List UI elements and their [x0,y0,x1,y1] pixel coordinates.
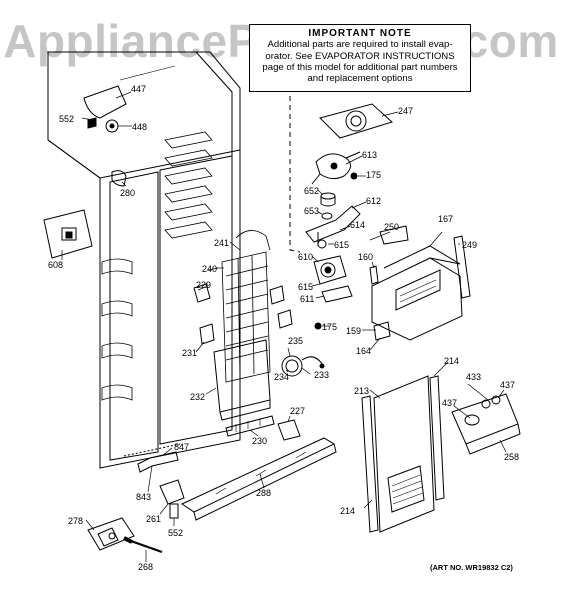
fan-bracket-part [305,192,361,249]
fan-guard-part [281,355,325,377]
callout-label-227: 227 [290,406,306,416]
door-shelf-rails [101,258,133,401]
callout-label-214b: 214 [340,506,356,516]
callout-label-437a: 437 [442,398,458,408]
callout-label-240: 240 [202,264,218,274]
callout-label-653: 653 [304,206,320,216]
callout-label-433: 433 [466,372,482,382]
bottom-cover-part [180,437,337,521]
callout-label-229: 229 [196,280,212,290]
callout-label-233: 233 [314,370,330,380]
evaporator-cover-part [319,103,393,139]
callout-label-230: 230 [252,436,268,446]
callout-label-280: 280 [120,188,136,198]
callout-label-552b: 552 [168,528,184,538]
callout-label-167: 167 [438,214,454,224]
callout-label-231: 231 [182,348,198,358]
callout-label-612: 612 [366,196,382,206]
important-note-line: and replacement options [307,73,413,85]
callout-label-448: 448 [132,122,148,132]
hinge-bolt-part [123,536,163,553]
thermistor-blocks [193,283,293,345]
light-cover-part [451,393,521,455]
refrigerator-cabinet [47,51,241,469]
callout-label-247: 247 [398,106,414,116]
callout-label-232: 232 [190,392,206,402]
screw-parts [314,172,358,330]
callout-label-175a: 175 [366,170,382,180]
callout-label-613: 613 [362,150,378,160]
important-note-box: IMPORTANT NOTE Additional parts are requ… [249,24,471,92]
callout-label-608: 608 [48,260,64,270]
callout-label-610: 610 [298,252,314,262]
callout-label-437b: 437 [500,380,516,390]
callout-label-164: 164 [356,346,372,356]
callout-label-234: 234 [274,372,290,382]
air-duct-assembly [369,225,471,341]
freezer-shelf-ribs [164,131,213,239]
callout-label-261: 261 [146,514,162,524]
callout-label-615a: 615 [334,240,350,250]
important-note-line: Additional parts are required to install… [267,39,453,51]
fan-blade-part [311,151,361,185]
lower-hinge-part [87,517,135,551]
panel-strip-parts [361,375,445,533]
damper-part [83,85,127,133]
callout-label-160: 160 [358,252,374,262]
callout-label-611: 611 [300,294,315,304]
callout-label-175b: 175 [322,322,338,332]
callout-label-213: 213 [354,386,370,396]
important-note-line: page of this model for additional part n… [262,61,458,73]
important-note-line: orator. See EVAPORATOR INSTRUCTIONS [265,50,455,62]
important-note-title: IMPORTANT NOTE [308,28,412,39]
evaporator-coil-part [207,230,271,383]
callout-label-250: 250 [384,222,400,232]
clip-part [111,170,127,187]
callout-label-235: 235 [288,336,304,346]
callout-leader-lines [61,91,507,562]
callout-label-258: 258 [504,452,520,462]
callout-label-615b: 615 [298,282,314,292]
fan-motor-part [313,255,353,303]
callout-label-447: 447 [131,84,147,94]
callout-label-652: 652 [304,186,320,196]
callout-label-241: 241 [214,238,230,248]
callout-label-249: 249 [462,240,478,250]
art-number: (ART NO. WR19832 C2) [430,563,513,572]
rear-panel-part [373,375,435,533]
callout-label-614: 614 [350,220,366,230]
drain-trough-part [213,339,271,421]
callout-label-214a: 214 [444,356,460,366]
callout-label-847: 847 [174,442,190,452]
heater-clip-part [277,419,301,441]
callout-label-843: 843 [136,492,152,502]
spring-handle-part [123,443,181,473]
callout-label-552a: 552 [59,114,75,124]
defrost-heater-part [225,415,275,437]
callout-label-268: 268 [138,562,154,572]
callout-label-278: 278 [68,516,84,526]
light-switch-detail [43,209,93,259]
callout-label-159: 159 [346,326,362,336]
hinge-block-part [159,479,185,519]
callout-label-288: 288 [256,488,272,498]
dashed-leader [289,96,301,253]
